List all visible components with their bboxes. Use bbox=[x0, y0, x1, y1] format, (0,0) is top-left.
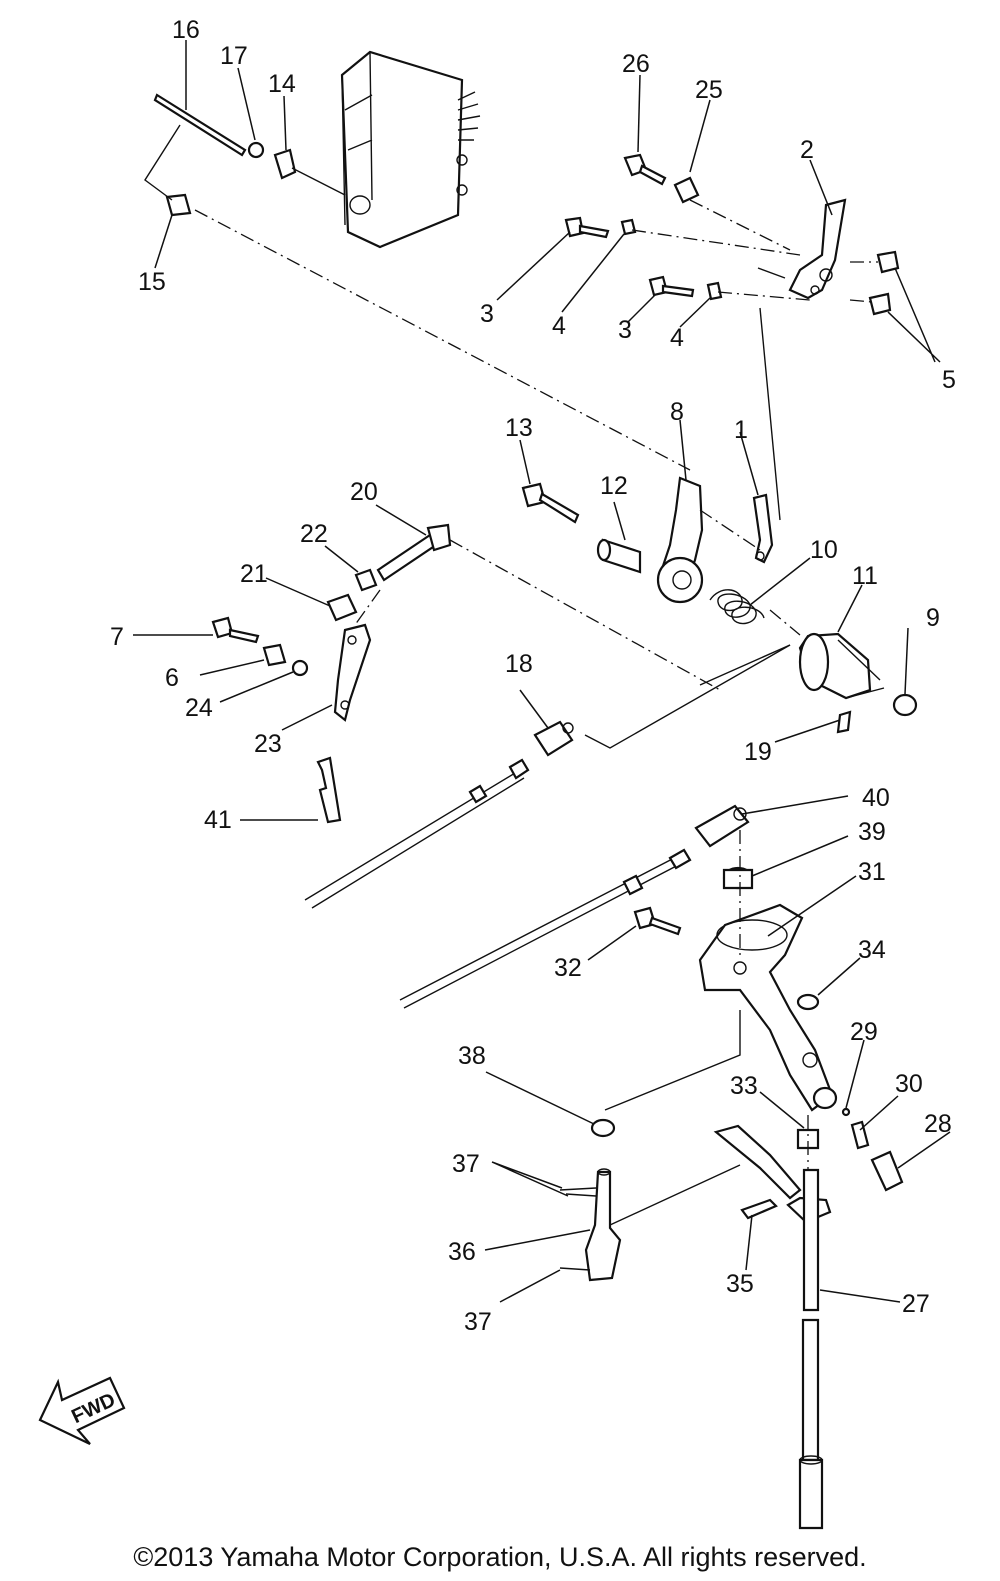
callout-37a: 37 bbox=[452, 1150, 480, 1178]
callout-37b: 37 bbox=[464, 1308, 492, 1336]
connection-line-15 bbox=[194, 209, 691, 471]
callout-26: 26 bbox=[622, 50, 650, 78]
callout-40: 40 bbox=[862, 784, 890, 812]
forward-direction-arrow: FWD bbox=[38, 1376, 126, 1445]
throttle-rod-assembly bbox=[144, 93, 346, 217]
shift-bracket-assembly bbox=[633, 830, 904, 1192]
callout-13: 13 bbox=[505, 414, 533, 442]
callout-16: 16 bbox=[172, 16, 200, 44]
callout-31: 31 bbox=[858, 858, 886, 886]
callout-19: 19 bbox=[744, 738, 772, 766]
callout-23: 23 bbox=[254, 730, 282, 758]
callout-22: 22 bbox=[300, 520, 328, 548]
callout-12: 12 bbox=[600, 472, 628, 500]
callout-38: 38 bbox=[458, 1042, 486, 1070]
callout-15: 15 bbox=[138, 268, 166, 296]
callout-28: 28 bbox=[924, 1110, 952, 1138]
callout-34: 34 bbox=[858, 936, 886, 964]
callout-18: 18 bbox=[505, 650, 533, 678]
callout-1: 1 bbox=[734, 416, 748, 444]
callout-32: 32 bbox=[554, 954, 582, 982]
callout-5: 5 bbox=[942, 366, 956, 394]
callout-33: 33 bbox=[730, 1072, 758, 1100]
callout-11: 11 bbox=[852, 562, 878, 590]
callout-41: 41 bbox=[204, 806, 232, 834]
upper-lever-assembly bbox=[564, 153, 900, 521]
callout-4a: 4 bbox=[552, 312, 566, 340]
callout-39: 39 bbox=[858, 818, 886, 846]
callout-14: 14 bbox=[268, 70, 296, 98]
electrical-box bbox=[340, 50, 481, 249]
callout-labels: 1 2 3 3 4 4 5 6 7 8 9 10 11 12 13 14 15 … bbox=[110, 16, 956, 1336]
callout-17: 17 bbox=[220, 42, 248, 70]
callout-20: 20 bbox=[350, 478, 378, 506]
callout-24: 24 bbox=[185, 694, 213, 722]
callout-29: 29 bbox=[850, 1018, 878, 1046]
callout-8: 8 bbox=[670, 398, 684, 426]
callout-36: 36 bbox=[448, 1238, 476, 1266]
leader-lines bbox=[133, 40, 951, 1303]
shift-shaft-assembly bbox=[559, 1010, 832, 1530]
throttle-cable bbox=[304, 644, 791, 909]
copyright-notice: ©2013 Yamaha Motor Corporation, U.S.A. A… bbox=[133, 1542, 867, 1572]
callout-27: 27 bbox=[902, 1290, 930, 1318]
callout-6: 6 bbox=[165, 664, 179, 692]
callout-35: 35 bbox=[726, 1270, 754, 1298]
callout-25: 25 bbox=[695, 76, 723, 104]
callout-10: 10 bbox=[810, 536, 838, 564]
left-arm-assembly bbox=[211, 523, 791, 722]
callout-3a: 3 bbox=[480, 300, 494, 328]
middle-lever-assembly bbox=[521, 476, 918, 734]
callout-21: 21 bbox=[240, 560, 268, 588]
callout-2: 2 bbox=[800, 136, 814, 164]
shift-cable bbox=[399, 804, 754, 1009]
callout-30: 30 bbox=[895, 1070, 923, 1098]
callout-3b: 3 bbox=[618, 316, 632, 344]
callout-7: 7 bbox=[110, 623, 124, 651]
callout-4b: 4 bbox=[670, 324, 684, 352]
callout-9: 9 bbox=[926, 604, 940, 632]
